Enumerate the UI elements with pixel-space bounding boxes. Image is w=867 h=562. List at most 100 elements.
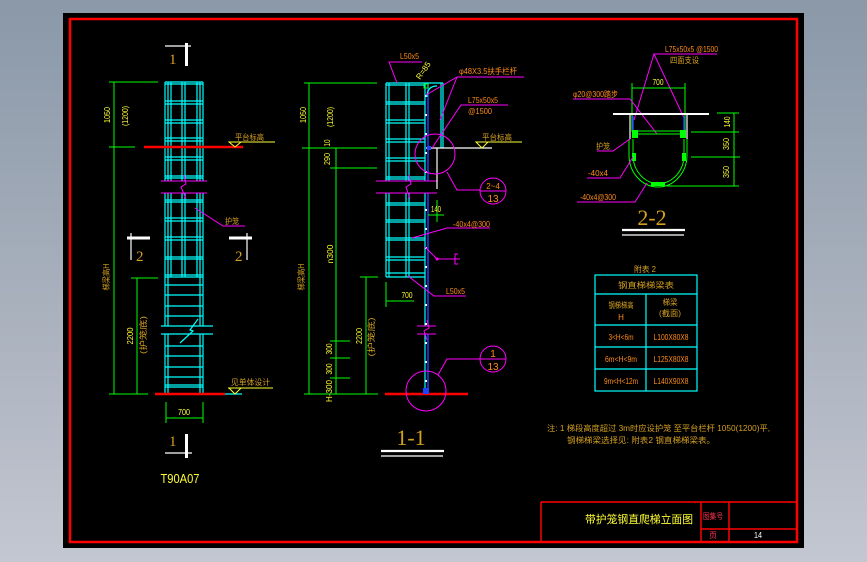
rung-end [425, 285, 427, 287]
section-title: 2-2 [637, 205, 666, 230]
rung-end [425, 95, 427, 97]
support-note: 四面支设 [670, 55, 699, 65]
cage-bar [682, 153, 686, 161]
rung-end [425, 304, 427, 306]
break-symbol [180, 174, 187, 200]
detail-circle [414, 133, 456, 175]
section-title: 1-1 [396, 425, 425, 450]
detail-reference-top: 2~4 13 [479, 177, 507, 205]
dim-rail-height-alt: (1200) [326, 107, 335, 127]
base-plate [423, 388, 429, 394]
dim-290: 290 [323, 153, 332, 165]
rung-end [425, 380, 427, 382]
break-symbol [405, 174, 412, 200]
page-number: 14 [754, 531, 762, 540]
dim-ladder-height: 梯梁高H [296, 263, 306, 290]
cage-bar [632, 153, 636, 161]
dim-rail-height: 1050 [299, 107, 308, 123]
cage-bar [651, 182, 665, 186]
detail-ref-number: 2~4 [486, 182, 500, 191]
flat-bar-label: -40x4 [588, 169, 609, 178]
dim-10: 10 [323, 139, 332, 146]
drawing-code: T90A07 [161, 471, 200, 486]
step-label: φ20@300踏步 [573, 89, 618, 99]
platform-level-label: 平台标高 [235, 132, 264, 142]
table-row: 9m<H<12m L140X90X8 [604, 377, 689, 386]
flat-bar-spacing-label: -40x4@300 [580, 193, 616, 202]
leader-line [407, 275, 466, 297]
rung-end [425, 361, 427, 363]
flat-bar-label: -40x4@300 [453, 220, 490, 229]
leader-line [446, 171, 480, 191]
dim-cage-start: 2200 [126, 327, 135, 345]
section-mark-right: 2 [229, 233, 252, 265]
dim-ladder-height: 梯梁高H [101, 263, 111, 290]
drawing-sheet [63, 13, 804, 548]
handrail-joint [423, 83, 429, 89]
section-label: 1 [169, 434, 177, 450]
section-label: 2 [235, 249, 243, 265]
leader-line [437, 358, 480, 376]
section-mark-left: 2 [127, 233, 150, 265]
dim-300-upper: 300 [325, 343, 334, 354]
cage-label: 护笼 [596, 141, 610, 151]
dim-width: 700 [653, 78, 664, 87]
leader-line [577, 182, 648, 203]
table-row: 6m<H<9m L125X80X8 [605, 355, 689, 364]
section-cut-bar [185, 434, 188, 458]
connection-plate [427, 146, 431, 150]
dim-300-lower: 300 [325, 363, 334, 374]
stringer-table: 附表 2 钢直梯梯梁表 钢梯梯高 H 梯梁 (截面) 3<H<6m L100X8… [594, 264, 698, 392]
dim-cage-start: 2200 [355, 328, 364, 344]
rung-end [425, 342, 427, 344]
detail-ref-number: 1 [490, 349, 496, 360]
dim-h-minus-300: H-300 [325, 379, 334, 402]
section-1-1-view: 平台标高 2~4 13 L50x5 R=85 φ48X3.5扶手栏杆 L75x5… [296, 52, 524, 457]
cage-joint [680, 130, 686, 138]
detail-circle [405, 370, 447, 412]
rung-end [425, 133, 427, 135]
section-mark-top: 1 [165, 43, 191, 68]
support-spacing: @1500 [468, 107, 493, 116]
table-cell-height: 9m<H<12m [604, 377, 638, 386]
leader-line [597, 138, 631, 152]
break-symbol [179, 318, 199, 344]
dim-rail-height: 1050 [103, 107, 112, 123]
atlas-number-label: 图集号 [703, 511, 723, 521]
section-cut-bar [185, 43, 188, 66]
table-cell-section: L100X80X8 [654, 333, 689, 342]
dim-cage-start-note: (护笼底) [366, 317, 376, 356]
rung-end [425, 266, 427, 268]
table-header-section: 梯梁 [663, 297, 678, 307]
title-block: 带护笼钢直爬梯立面图 图集号 页 14 [540, 501, 797, 542]
leader-line [439, 76, 458, 121]
detail-ref-sheet: 13 [487, 362, 499, 373]
table-cell-height: 6m<H<9m [605, 355, 637, 364]
leader-line [411, 227, 490, 239]
dim-width: 700 [402, 291, 413, 300]
level-triangle-icon [227, 387, 243, 395]
table-title: 钢直梯梯梁表 [618, 280, 674, 290]
section-mark-bottom: 1 [165, 434, 192, 458]
support-label: L75x50x5 [468, 96, 498, 105]
table-header-section-note: (截面) [659, 308, 681, 318]
table-caption: 附表 2 [634, 264, 657, 274]
rung-end [425, 152, 427, 154]
note-line-1: 注: 1 梯段高度超过 3m时应设护笼 至平台栏杆 1050(1200)平, [547, 423, 770, 433]
dim-n300: n300 [326, 244, 335, 264]
section-2-2-view: L75x50x5 @1500 四面支设 700 φ20@300踏步 140 35… [573, 45, 740, 236]
page-label: 页 [709, 531, 717, 540]
support-label: L75x50x5 @1500 [665, 45, 718, 54]
dim-350-upper: 350 [722, 138, 731, 150]
dim-140: 140 [723, 116, 732, 127]
level-triangle-icon [227, 141, 243, 148]
bottom-angle-label: L50x5 [446, 287, 465, 296]
table-header-height-symbol: H [618, 313, 624, 322]
table-cell-section: L125X80X8 [654, 355, 689, 364]
section-1-1-dimensions: 1050 (1200) 10 290 n300 梯梁高H 2200 (护笼底) … [296, 82, 378, 402]
dim-140: 140 [431, 205, 441, 214]
top-angle-label: L50x5 [400, 52, 419, 61]
dim-cage-start-note: (护笼底) [138, 316, 148, 354]
ladder-cage-elevation [164, 81, 204, 394]
